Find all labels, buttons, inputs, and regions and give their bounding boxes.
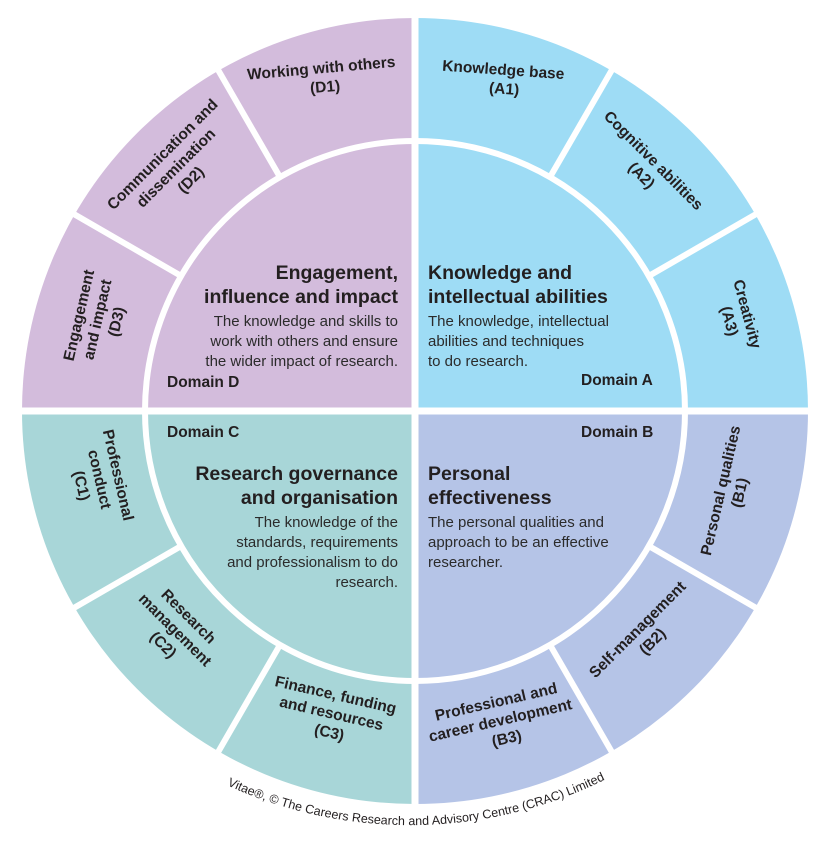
domain-d-desc-line-1: The knowledge and skills to bbox=[213, 313, 398, 330]
subdomain-b1-code: (B1) bbox=[729, 476, 752, 509]
domain-a-name: Domain A bbox=[581, 372, 653, 389]
domain-d-block: Engagement, influence and impact The kno… bbox=[148, 261, 398, 391]
subdomain-divider-7 bbox=[71, 210, 183, 279]
subdomain-d3-code: (D3) bbox=[105, 305, 128, 338]
domain-d-desc-line-3: the wider impact of research. bbox=[205, 353, 398, 370]
domain-a-desc-line-1: The knowledge, intellectual bbox=[428, 313, 609, 330]
domain-a-quadrant bbox=[415, 18, 808, 411]
domain-a-description: The knowledge, intellectual abilities an… bbox=[428, 312, 678, 372]
domain-b-title-line-2: effectiveness bbox=[428, 487, 552, 509]
wheel-segments bbox=[22, 18, 808, 804]
subdomain-divider-3 bbox=[647, 543, 759, 612]
subdomain-divider-4 bbox=[547, 643, 616, 755]
domain-a-desc-line-3: to do research. bbox=[428, 353, 529, 370]
domain-b-quadrant bbox=[415, 411, 808, 804]
domain-c-desc-line-2: standards, requirements bbox=[236, 534, 398, 551]
subdomain-d1-code: (D1) bbox=[309, 78, 341, 98]
domain-b-description: The personal qualities and approach to b… bbox=[428, 513, 678, 573]
domain-c-quadrant bbox=[22, 411, 415, 804]
subdomain-divider-8 bbox=[214, 67, 283, 179]
domain-d-title: Engagement, influence and impact bbox=[148, 261, 398, 309]
wheel-separators bbox=[20, 16, 810, 806]
domain-a-desc-line-2: abilities and techniques bbox=[428, 333, 584, 350]
domain-d-name: Domain D bbox=[167, 374, 240, 391]
subdomain-a1-code: (A1) bbox=[489, 80, 520, 99]
domain-b-block: Domain B Personal effectiveness The pers… bbox=[428, 424, 678, 573]
domain-b-desc-line-1: The personal qualities and bbox=[428, 514, 604, 531]
domain-c-block: Domain C Research governance and organis… bbox=[148, 424, 398, 593]
domain-d-title-line-2: influence and impact bbox=[204, 286, 398, 308]
domain-c-title-line-2: and organisation bbox=[240, 487, 398, 509]
subdomain-c1-code: (C1) bbox=[69, 469, 92, 502]
domain-c-desc-line-3: and professionalism to do bbox=[227, 554, 398, 571]
domain-b-title-line-1: Personal bbox=[428, 463, 511, 485]
domain-a-title: Knowledge and intellectual abilities bbox=[428, 261, 678, 309]
domain-c-description: The knowledge of the standards, requirem… bbox=[148, 513, 398, 593]
domain-a-title-line-2: intellectual abilities bbox=[428, 286, 608, 308]
subdomain-divider-2 bbox=[647, 210, 759, 279]
domain-b-title: Personal effectiveness bbox=[428, 462, 678, 510]
domain-d-quadrant bbox=[22, 18, 415, 411]
domain-a-block: Knowledge and intellectual abilities The… bbox=[428, 261, 678, 389]
domain-b-desc-line-3: researcher. bbox=[428, 554, 504, 571]
domain-b-desc-line-2: approach to be an effective bbox=[428, 534, 609, 551]
domain-d-title-line-1: Engagement, bbox=[275, 262, 398, 284]
domain-c-title: Research governance and organisation bbox=[148, 462, 398, 510]
subdomain-b3-code: (B3) bbox=[490, 727, 523, 750]
subdomain-divider-5 bbox=[214, 643, 283, 755]
domain-a-title-line-1: Knowledge and bbox=[428, 262, 573, 284]
domain-c-desc-line-1: The knowledge of the bbox=[254, 514, 398, 531]
domain-d-desc-line-2: work with others and ensure bbox=[210, 333, 398, 350]
domain-c-title-line-1: Research governance bbox=[195, 463, 398, 485]
subdomain-divider-1 bbox=[547, 67, 616, 179]
domain-d-description: The knowledge and skills to work with ot… bbox=[148, 312, 398, 372]
subdomain-c3-code: (C3) bbox=[313, 721, 346, 744]
domain-c-desc-line-4: research. bbox=[335, 574, 398, 591]
domain-c-name: Domain C bbox=[167, 424, 240, 441]
subdomain-divider-6 bbox=[71, 543, 183, 612]
domain-b-name: Domain B bbox=[581, 424, 654, 441]
